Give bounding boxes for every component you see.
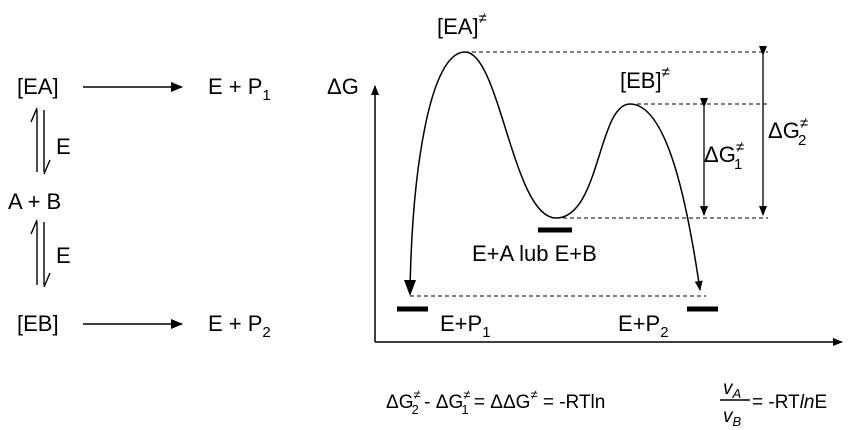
top-catalyst-label: E: [56, 134, 71, 159]
energy-diagram: ΔG [EA]≠ [EB]≠ ΔG≠1 ΔG≠2 E+A lub E+B E+P…: [327, 10, 843, 346]
y-axis-label: ΔG: [327, 74, 359, 99]
right-product-label: E+P2: [618, 311, 669, 341]
left-product-arrowhead: [404, 280, 416, 296]
dg2-label: ΔG≠2: [768, 115, 808, 149]
reaction-scheme: [EA] E + P1 E A + B E [EB] E + P2: [8, 74, 271, 341]
ea-complex-label: [EA]: [17, 74, 59, 99]
energy-profile-curve: [409, 51, 703, 293]
ts-ea-label: [EA]≠: [437, 10, 487, 39]
reference-lines: [410, 51, 768, 297]
ts-eb-label: [EB]≠: [620, 64, 670, 93]
reactants-label: A + B: [8, 189, 61, 214]
bottom-catalyst-label: E: [56, 243, 71, 268]
fraction-numerator: vA: [723, 378, 741, 401]
eb-equilibrium-arrows: [30, 219, 51, 288]
left-product-label: E+P1: [440, 311, 491, 341]
ea-equilibrium-arrows: [30, 107, 51, 175]
intermediate-label: E+A lub E+B: [472, 241, 597, 266]
dg1-label: ΔG≠1: [704, 139, 744, 173]
product1-label: E + P1: [208, 74, 271, 104]
equation-left: ΔG≠2 - ΔG≠1 = ΔΔG≠ = -RTln: [386, 387, 605, 417]
fraction-denominator: vB: [723, 406, 742, 429]
product2-label: E + P2: [208, 311, 271, 341]
selectivity-equation: ΔG≠2 - ΔG≠1 = ΔΔG≠ = -RTln vA vB = -RTln…: [386, 378, 827, 429]
eb-complex-label: [EB]: [17, 311, 59, 336]
equation-right: = -RTlnE: [752, 392, 827, 413]
